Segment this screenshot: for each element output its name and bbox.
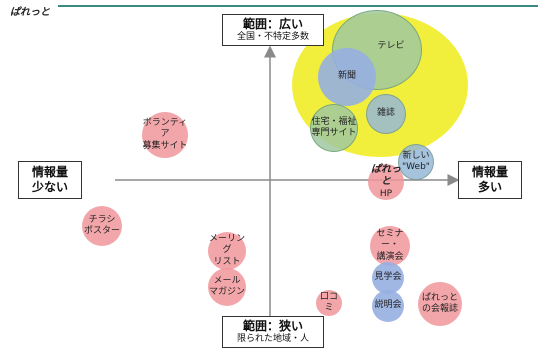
axis-label-left: 情報量 少ない — [18, 161, 82, 199]
bubble-flyer-poster: チラシ ポスター — [82, 206, 122, 246]
bubble-volunteer-site: ボランティア 募集サイト — [142, 112, 188, 158]
bubble-word-of-mouth: 口コミ — [316, 290, 342, 316]
bubble-newsletter: ぱれっと の会報誌 — [418, 282, 462, 326]
bubble-tour-label: 見学会 — [374, 272, 402, 283]
bubble-new-media: 新しい "Web" — [398, 144, 434, 180]
bubble-newsletter-label: ぱれっと の会報誌 — [421, 292, 458, 314]
bubble-seminar-label: セミナー・ 講演会 — [376, 229, 404, 262]
bubble-tour: 見学会 — [372, 262, 404, 294]
brand-logo: ぱれっと — [10, 7, 50, 18]
bubble-word-of-mouth-label: 口コミ — [319, 291, 338, 313]
bubble-mail-magazine: メール マガジン — [208, 268, 246, 306]
axis-top-title: 範囲：広い — [242, 17, 303, 31]
axis-right-sub: 多い — [477, 180, 502, 194]
axis-left-sub: 少ない — [31, 180, 68, 194]
bubble-flyer-poster-label: チラシ ポスター — [83, 214, 120, 236]
axis-label-right: 情報量 多い — [458, 161, 522, 199]
bubble-briefing-label: 説明会 — [374, 300, 402, 311]
axis-right-title: 情報量 — [471, 165, 508, 179]
bubble-mailing-list-label: メーリング リスト — [208, 234, 245, 267]
bubble-volunteer-site-label: ボランティア 募集サイト — [142, 118, 188, 151]
bubble-magazine: 雑誌 — [366, 94, 406, 134]
bubble-newspaper-label: 新聞 — [337, 71, 356, 82]
axis-bottom-sub: 限られた地域・人 — [236, 334, 309, 344]
axis-left-title: 情報量 — [31, 165, 68, 179]
bubble-paretto-hp: ぱれっと HP — [368, 164, 404, 200]
bubble-mailing-list: メーリング リスト — [208, 232, 246, 270]
axis-label-top: 範囲：広い 全国・不特定多数 — [222, 14, 324, 47]
bubble-paretto-hp-brand: ぱれっと — [371, 163, 401, 188]
header-rule — [58, 5, 538, 7]
axis-top-sub: 全国・不特定多数 — [236, 32, 309, 42]
bubble-paretto-hp-label: HP — [379, 188, 393, 199]
bubble-new-media-label: 新しい "Web" — [402, 150, 430, 172]
bubble-mail-magazine-label: メール マガジン — [208, 275, 245, 297]
bubble-housing-sites-label: 住宅・福祉 専門サイト — [311, 116, 357, 138]
bubble-newspaper: 新聞 — [318, 48, 376, 106]
axis-bottom-title: 範囲：狭い — [242, 319, 303, 333]
bubble-housing-sites: 住宅・福祉 専門サイト — [310, 104, 358, 152]
bubble-magazine-label: 雑誌 — [376, 108, 395, 119]
bubble-tv-label: テレビ — [377, 41, 405, 51]
axis-label-bottom: 範囲：狭い 限られた地域・人 — [222, 316, 324, 349]
bubble-briefing: 説明会 — [372, 290, 404, 322]
bubble-seminar: セミナー・ 講演会 — [370, 226, 410, 266]
